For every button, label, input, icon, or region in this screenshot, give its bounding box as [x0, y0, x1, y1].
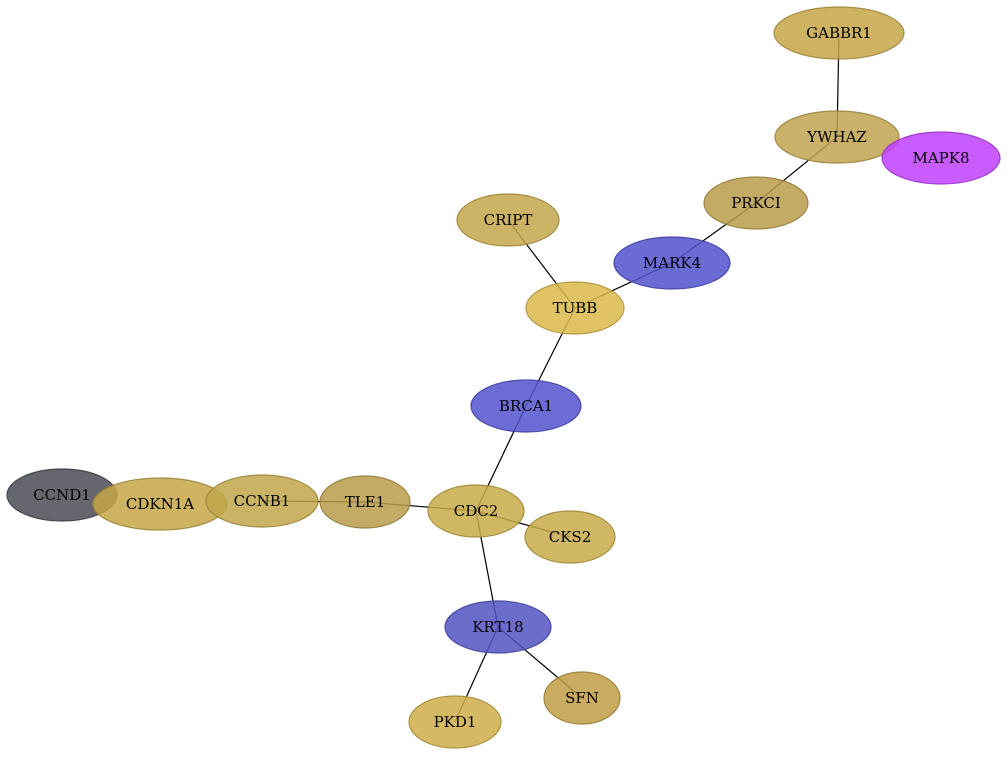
node-shape[interactable] — [703, 176, 809, 230]
node-brca1[interactable]: BRCA1 — [470, 379, 582, 433]
node-shape[interactable] — [525, 281, 625, 335]
node-ccnb1[interactable]: CCNB1 — [205, 474, 319, 528]
node-shape[interactable] — [408, 695, 502, 749]
node-label: CKS2 — [549, 528, 592, 546]
node-ccnd1[interactable]: CCND1 — [6, 468, 118, 522]
node-label: TUBB — [553, 299, 598, 317]
node-label: SFN — [565, 689, 599, 707]
node-label: MARK4 — [643, 254, 701, 272]
node-mark4[interactable]: MARK4 — [613, 236, 731, 290]
node-label: PRKCI — [731, 194, 781, 212]
node-shape[interactable] — [524, 510, 616, 564]
node-label: BRCA1 — [499, 397, 553, 415]
node-label: YWHAZ — [806, 128, 867, 146]
node-shape[interactable] — [444, 600, 552, 654]
node-gabbr1[interactable]: GABBR1 — [773, 6, 905, 60]
node-label: CCNB1 — [234, 492, 291, 510]
node-shape[interactable] — [773, 6, 905, 60]
node-tle1[interactable]: TLE1 — [319, 475, 411, 529]
node-shape[interactable] — [456, 193, 560, 247]
node-label: PKD1 — [434, 713, 477, 731]
node-cdkn1a[interactable]: CDKN1A — [92, 477, 228, 531]
node-shape[interactable] — [881, 131, 1001, 185]
node-tubb[interactable]: TUBB — [525, 281, 625, 335]
node-cdc2[interactable]: CDC2 — [427, 484, 525, 538]
node-shape[interactable] — [774, 110, 900, 164]
node-pkd1[interactable]: PKD1 — [408, 695, 502, 749]
node-shape[interactable] — [470, 379, 582, 433]
node-label: KRT18 — [472, 618, 523, 636]
node-label: CCND1 — [33, 486, 91, 504]
node-sfn[interactable]: SFN — [543, 671, 621, 725]
node-label: CDC2 — [454, 502, 499, 520]
node-cks2[interactable]: CKS2 — [524, 510, 616, 564]
node-label: TLE1 — [345, 493, 385, 511]
node-prkci[interactable]: PRKCI — [703, 176, 809, 230]
node-shape[interactable] — [613, 236, 731, 290]
node-krt18[interactable]: KRT18 — [444, 600, 552, 654]
edges-layer — [261, 32, 840, 723]
node-label: MAPK8 — [912, 149, 969, 167]
node-shape[interactable] — [319, 475, 411, 529]
node-shape[interactable] — [427, 484, 525, 538]
node-shape[interactable] — [205, 474, 319, 528]
node-ywhaz[interactable]: YWHAZ — [774, 110, 900, 164]
node-label: GABBR1 — [806, 24, 872, 42]
node-label: CDKN1A — [126, 495, 194, 513]
node-mapk8[interactable]: MAPK8 — [881, 131, 1001, 185]
node-cript[interactable]: CRIPT — [456, 193, 560, 247]
node-shape[interactable] — [543, 671, 621, 725]
node-label: CRIPT — [484, 211, 533, 229]
